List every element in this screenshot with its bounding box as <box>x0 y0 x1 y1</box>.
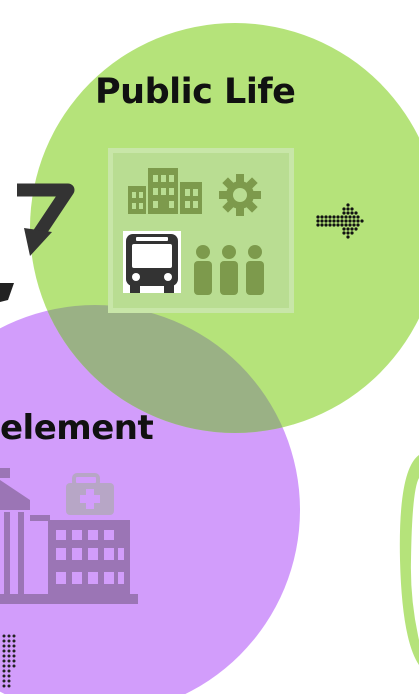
arrow-dot <box>356 215 360 219</box>
arrow-dot <box>336 219 340 223</box>
mark-dot <box>7 674 11 678</box>
mark-dot <box>2 669 6 673</box>
arrow-dot <box>342 227 346 231</box>
mark-dot <box>12 644 16 648</box>
mark-dot <box>7 639 11 643</box>
bus-icon <box>123 231 181 293</box>
arrow-dot <box>332 215 336 219</box>
mark-dot <box>7 654 11 658</box>
arrow-dot <box>342 207 346 211</box>
arrow-dot <box>360 219 364 223</box>
arrow-dot <box>328 215 332 219</box>
label-public-life: Public Life <box>95 72 296 112</box>
arrow-dot <box>356 223 360 227</box>
mark-dot <box>12 634 16 638</box>
medical-kit-icon <box>66 473 114 515</box>
arrow-dot <box>350 227 354 231</box>
arrow-dot <box>332 219 336 223</box>
arrow-dot <box>346 211 350 215</box>
arrow-dot <box>348 223 352 227</box>
mark-dot <box>2 684 6 688</box>
gear-icon <box>219 174 261 216</box>
arrow-dot <box>350 211 354 215</box>
mark-dot <box>2 659 6 663</box>
mark-dot <box>2 679 6 683</box>
arrow-dot <box>336 215 340 219</box>
mark-dot <box>12 639 16 643</box>
mark-dot <box>2 654 6 658</box>
arrow-dot <box>342 231 346 235</box>
mark-dot <box>2 639 6 643</box>
arrow-dot <box>342 211 346 215</box>
arrow-dot <box>346 231 350 235</box>
arrow-dot <box>320 223 324 227</box>
arrow-dot <box>344 223 348 227</box>
arrow-dot <box>356 219 360 223</box>
arrow-dot <box>328 223 332 227</box>
arrow-dot <box>340 223 344 227</box>
arrow-dot <box>344 219 348 223</box>
label-element: element <box>0 408 154 448</box>
arrow-dot <box>352 223 356 227</box>
arrow-dot <box>354 227 358 231</box>
arrow-dot <box>316 215 320 219</box>
arrow-dot <box>344 215 348 219</box>
mark-dot <box>7 669 11 673</box>
mark-dot <box>12 659 16 663</box>
people-icon <box>194 245 264 295</box>
mark-dot <box>7 634 11 638</box>
mark-dot <box>7 649 11 653</box>
mark-dot <box>7 644 11 648</box>
curved-arrow-icon <box>0 183 75 302</box>
arrow-dot <box>332 223 336 227</box>
arrow-dot <box>350 231 354 235</box>
arrow-dot <box>320 219 324 223</box>
dotted-marks <box>2 634 16 688</box>
mark-dot <box>2 634 6 638</box>
arrow-dot <box>316 223 320 227</box>
arrow-dot <box>324 215 328 219</box>
arrow-dot <box>354 211 358 215</box>
arrow-dot <box>316 219 320 223</box>
mark-dot <box>2 644 6 648</box>
mark-dot <box>12 654 16 658</box>
mark-dot <box>7 659 11 663</box>
mark-dot <box>7 664 11 668</box>
arrow-dot <box>352 215 356 219</box>
arrow-dot <box>346 235 350 239</box>
mark-dot <box>7 684 11 688</box>
arrow-dot <box>346 207 350 211</box>
mark-dot <box>2 664 6 668</box>
government-building-icon <box>0 468 138 604</box>
arrow-dot <box>324 219 328 223</box>
arrow-dot <box>340 215 344 219</box>
arrow-dot <box>328 219 332 223</box>
arrow-dot <box>352 219 356 223</box>
arrow-dot <box>336 223 340 227</box>
arrow-dot <box>348 215 352 219</box>
mark-dot <box>7 679 11 683</box>
circle-overlap <box>30 305 300 433</box>
mark-dot <box>12 664 16 668</box>
arrow-dot <box>346 203 350 207</box>
arrow-dot <box>340 219 344 223</box>
circle-partial-right <box>399 455 419 665</box>
mark-dot <box>12 649 16 653</box>
dotted-arrow-icon <box>316 203 364 239</box>
arrow-dot <box>350 207 354 211</box>
mark-dot <box>2 649 6 653</box>
buildings-icon <box>128 168 202 214</box>
arrow-dot <box>324 223 328 227</box>
arrow-dot <box>346 227 350 231</box>
arrow-dot <box>320 215 324 219</box>
arrow-dot <box>348 219 352 223</box>
mark-dot <box>2 674 6 678</box>
